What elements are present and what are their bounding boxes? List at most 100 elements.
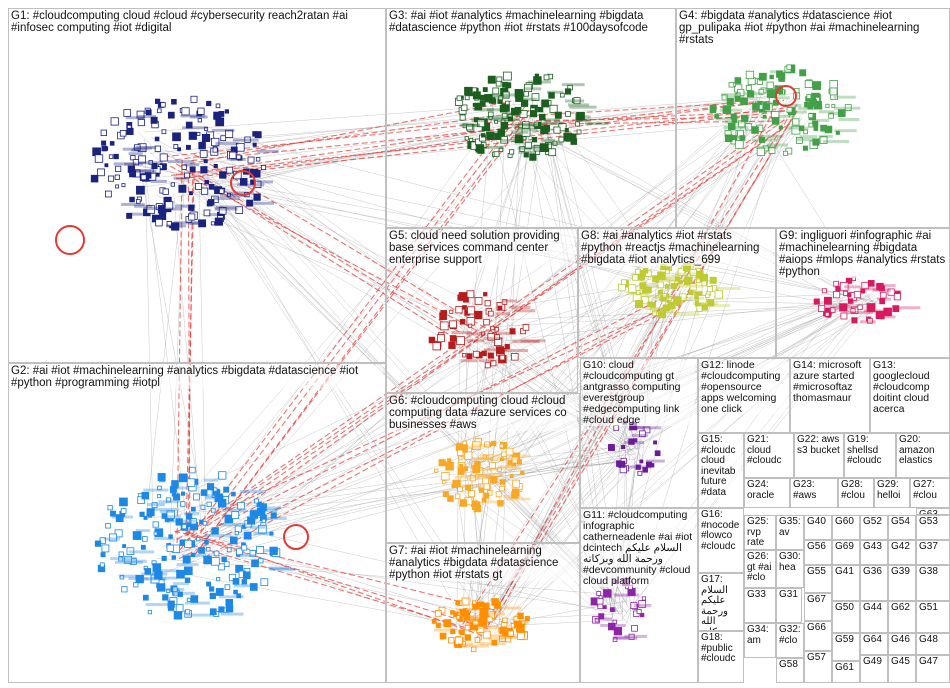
- group-panel-g42: G42: [888, 540, 916, 565]
- network-node: [469, 137, 474, 142]
- node-label-bar: [844, 285, 861, 289]
- network-node: [159, 153, 168, 162]
- network-node: [434, 610, 442, 617]
- network-edge: [196, 178, 481, 614]
- network-node: [493, 151, 500, 158]
- network-node: [519, 146, 526, 152]
- network-edge: [177, 104, 504, 557]
- network-edge: [215, 132, 880, 304]
- network-node: [99, 562, 105, 568]
- network-node: [161, 555, 167, 561]
- network-node: [465, 484, 472, 491]
- network-node: [129, 170, 137, 178]
- network-node: [696, 278, 701, 284]
- network-node: [628, 633, 635, 640]
- node-label-bar: [575, 115, 591, 119]
- network-node: [153, 531, 158, 536]
- network-node: [524, 83, 533, 92]
- network-node: [559, 92, 565, 98]
- network-node: [815, 96, 820, 102]
- network-node: [156, 108, 162, 114]
- node-label-bar: [143, 577, 167, 581]
- network-node: [554, 111, 562, 119]
- network-node: [204, 179, 209, 185]
- group-panel-g11: G11: #cloudcomputing infographic cathern…: [580, 508, 698, 683]
- network-edge: [163, 128, 514, 524]
- network-node: [449, 309, 454, 314]
- node-label-bar: [249, 509, 278, 513]
- network-node: [808, 122, 814, 128]
- group-label-g43: G43: [863, 541, 885, 553]
- network-node: [464, 451, 473, 460]
- network-node: [236, 154, 242, 160]
- network-node: [136, 110, 145, 119]
- network-node: [511, 488, 520, 497]
- node-label-bar: [471, 119, 486, 123]
- network-node: [175, 604, 184, 612]
- network-node: [486, 131, 495, 140]
- network-node: [101, 145, 108, 152]
- group-label-g58: G58: [779, 659, 801, 671]
- network-node: [157, 473, 166, 482]
- network-node: [186, 513, 193, 520]
- network-edge: [489, 462, 638, 621]
- network-node: [442, 480, 447, 485]
- node-label-bar: [518, 150, 537, 154]
- group-label-g6: G6: #cloudcomputing cloud #cloud computi…: [389, 395, 577, 432]
- node-label-bar: [214, 207, 238, 211]
- node-label-bar: [651, 310, 680, 314]
- node-label-bar: [469, 618, 487, 622]
- network-node: [435, 622, 441, 628]
- node-label-bar: [110, 557, 137, 561]
- node-label-bar: [521, 122, 543, 126]
- network-node: [154, 136, 160, 142]
- network-node: [512, 479, 521, 488]
- network-node: [214, 217, 223, 226]
- group-label-g11: G11: #cloudcomputing infographic cathern…: [583, 509, 696, 588]
- network-node: [477, 119, 485, 128]
- network-edge: [157, 148, 879, 303]
- network-node: [879, 291, 887, 299]
- network-node: [533, 121, 539, 127]
- network-node: [448, 637, 455, 644]
- network-node: [539, 113, 546, 121]
- group-panel-g33: G33: [744, 588, 776, 623]
- network-node: [229, 151, 237, 159]
- network-node: [684, 276, 693, 286]
- network-node: [242, 571, 251, 580]
- node-label-bar: [182, 126, 208, 130]
- network-node: [90, 174, 99, 183]
- group-label-g64: G64: [863, 634, 885, 646]
- highlighted-edge: [174, 530, 495, 611]
- network-node: [569, 133, 577, 141]
- group-panel-g53: G53: [916, 515, 950, 540]
- network-node: [893, 293, 901, 301]
- network-node: [145, 109, 152, 116]
- network-node: [219, 188, 225, 194]
- group-panel-g55: G55: [804, 565, 832, 593]
- network-node: [516, 459, 522, 465]
- network-node: [180, 491, 186, 496]
- node-label-bar: [145, 603, 174, 607]
- network-node: [122, 544, 127, 549]
- network-node: [644, 286, 652, 294]
- node-label-bar: [232, 138, 259, 142]
- network-node: [431, 619, 437, 624]
- node-label-bar: [719, 108, 742, 112]
- group-panel-g18: G18: #public #cloudc: [698, 631, 744, 683]
- network-node: [480, 331, 485, 336]
- network-edge: [140, 170, 207, 524]
- network-node: [173, 144, 179, 149]
- network-node: [157, 494, 161, 499]
- network-node: [654, 450, 661, 457]
- group-label-g44: G44: [863, 602, 885, 614]
- network-node: [215, 103, 221, 109]
- highlighted-edge: [187, 170, 194, 540]
- network-node: [739, 135, 746, 141]
- network-node: [260, 164, 267, 171]
- network-node: [832, 291, 841, 299]
- group-panel-g52: G52: [860, 515, 888, 540]
- network-node: [162, 594, 169, 601]
- network-node: [146, 508, 155, 517]
